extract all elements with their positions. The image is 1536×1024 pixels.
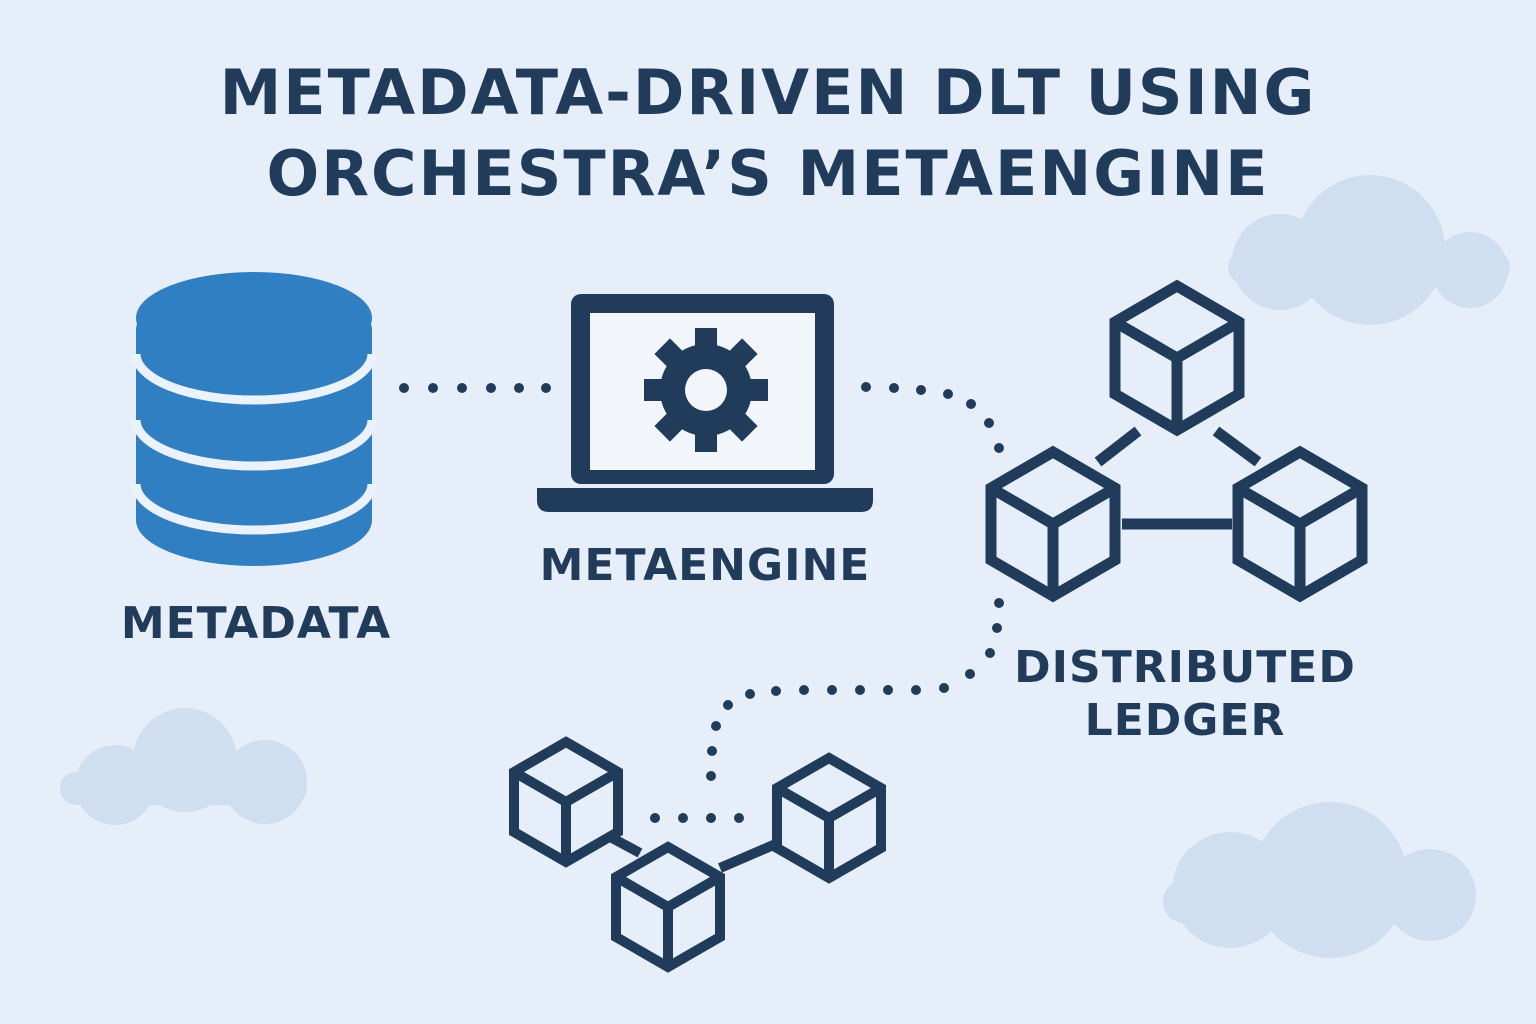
database-icon [131, 272, 377, 566]
secondary-blockchain-cubes-icon [514, 742, 881, 967]
connector-secondary-cubes [650, 813, 744, 823]
connector-ledger-secondary [706, 598, 1004, 781]
distributed-ledger-label: DISTRIBUTED LEDGER [995, 642, 1375, 748]
metaengine-label: METAENGINE [539, 540, 871, 591]
connector-metadata-engine [399, 383, 551, 393]
secondary-cube-middle [616, 847, 720, 967]
blockchain-cubes-icon [991, 286, 1362, 596]
ledger-label-line-2: LEDGER [1084, 694, 1286, 746]
laptop-gear-icon [537, 294, 873, 512]
ledger-cube-left [991, 452, 1115, 596]
metadata-label: METADATA [120, 598, 392, 649]
ledger-label-line-1: DISTRIBUTED [1014, 642, 1356, 693]
connector-engine-ledger [861, 382, 1004, 453]
page-title-line-1: METADATA-DRIVEN DLT USING [219, 56, 1317, 129]
page-title-line-2: ORCHESTRA’S METAENGINE [266, 137, 1270, 210]
cloud-top-right [1228, 175, 1510, 325]
ledger-cube-right [1238, 452, 1362, 596]
ledger-cube-top [1115, 286, 1239, 430]
gear-icon [644, 328, 768, 452]
secondary-cube-right [777, 758, 881, 878]
secondary-cube-left [514, 742, 618, 862]
cloud-left [60, 708, 307, 825]
cloud-bottom-right [1163, 802, 1476, 958]
